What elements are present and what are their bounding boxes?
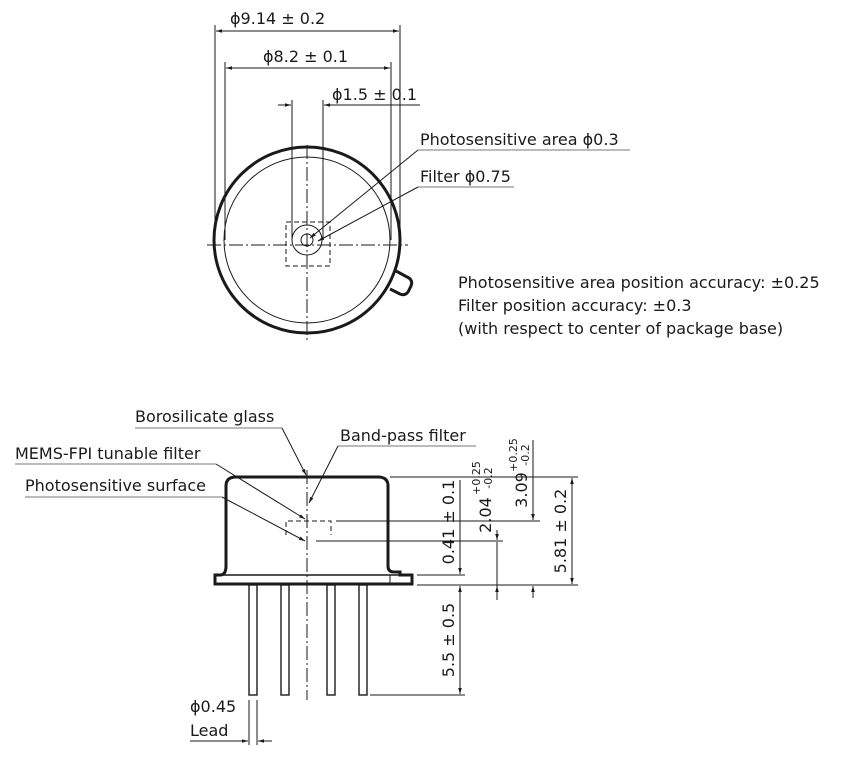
leader-line <box>317 186 419 242</box>
dim-filter-tol-minus: -0.2 <box>519 444 532 465</box>
leader-line <box>221 496 306 542</box>
note-line-2: Filter position accuracy: ±0.3 <box>458 296 692 315</box>
dim-window-diameter: ϕ1.5 ± 0.1 <box>332 85 417 104</box>
lead-pin <box>326 584 336 696</box>
leads <box>248 584 368 696</box>
leader-line <box>308 445 339 504</box>
lead-pin <box>248 584 258 696</box>
borosilicate-glass-label: Borosilicate glass <box>135 407 274 426</box>
top-view: ϕ9.14 ± 0.2 ϕ8.2 ± 0.1 ϕ1.5 ± 0.1 Photos… <box>207 9 820 342</box>
lead-diameter: ϕ0.45 <box>190 697 236 716</box>
lead-pin <box>280 584 290 696</box>
note-line-1: Photosensitive area position accuracy: ±… <box>458 273 820 292</box>
filter-dashed-square <box>285 221 331 267</box>
photosensitive-area-label: Photosensitive area ϕ0.3 <box>420 130 619 149</box>
dim-filter-height: 3.09 <box>512 472 531 508</box>
mems-filter-dashed <box>285 520 332 535</box>
side-view: Borosilicate glass Band-pass filter MEMS… <box>15 407 578 745</box>
mems-fpi-label: MEMS-FPI tunable filter <box>15 444 201 463</box>
note-line-3: (with respect to center of package base) <box>458 319 783 338</box>
photosensitive-surface-label: Photosensitive surface <box>25 476 206 495</box>
leader-line <box>215 463 306 520</box>
package-body <box>213 475 414 586</box>
lead-label: Lead <box>190 721 228 740</box>
dim-cap-diameter: ϕ8.2 ± 0.1 <box>263 47 348 66</box>
dim-surface-tol-minus: -0.2 <box>482 467 495 488</box>
leader-line <box>309 149 419 239</box>
dim-flange-thickness: 0.41 ± 0.1 <box>439 480 458 565</box>
dim-surface-height: 2.04 <box>476 497 495 533</box>
dim-filter-tol-plus: +0.25 <box>507 438 520 472</box>
dim-total-height: 5.81 ± 0.2 <box>551 489 570 574</box>
dim-surface-tol-plus: +0.25 <box>470 461 483 495</box>
dim-outer-diameter: ϕ9.14 ± 0.2 <box>230 9 325 28</box>
lead-pin <box>358 584 368 696</box>
index-tab <box>389 269 414 297</box>
dim-lead-length: 5.5 ± 0.5 <box>439 603 458 677</box>
filter-label: Filter ϕ0.75 <box>420 167 511 186</box>
band-pass-filter-label: Band-pass filter <box>340 426 466 445</box>
leader-line <box>281 427 307 476</box>
